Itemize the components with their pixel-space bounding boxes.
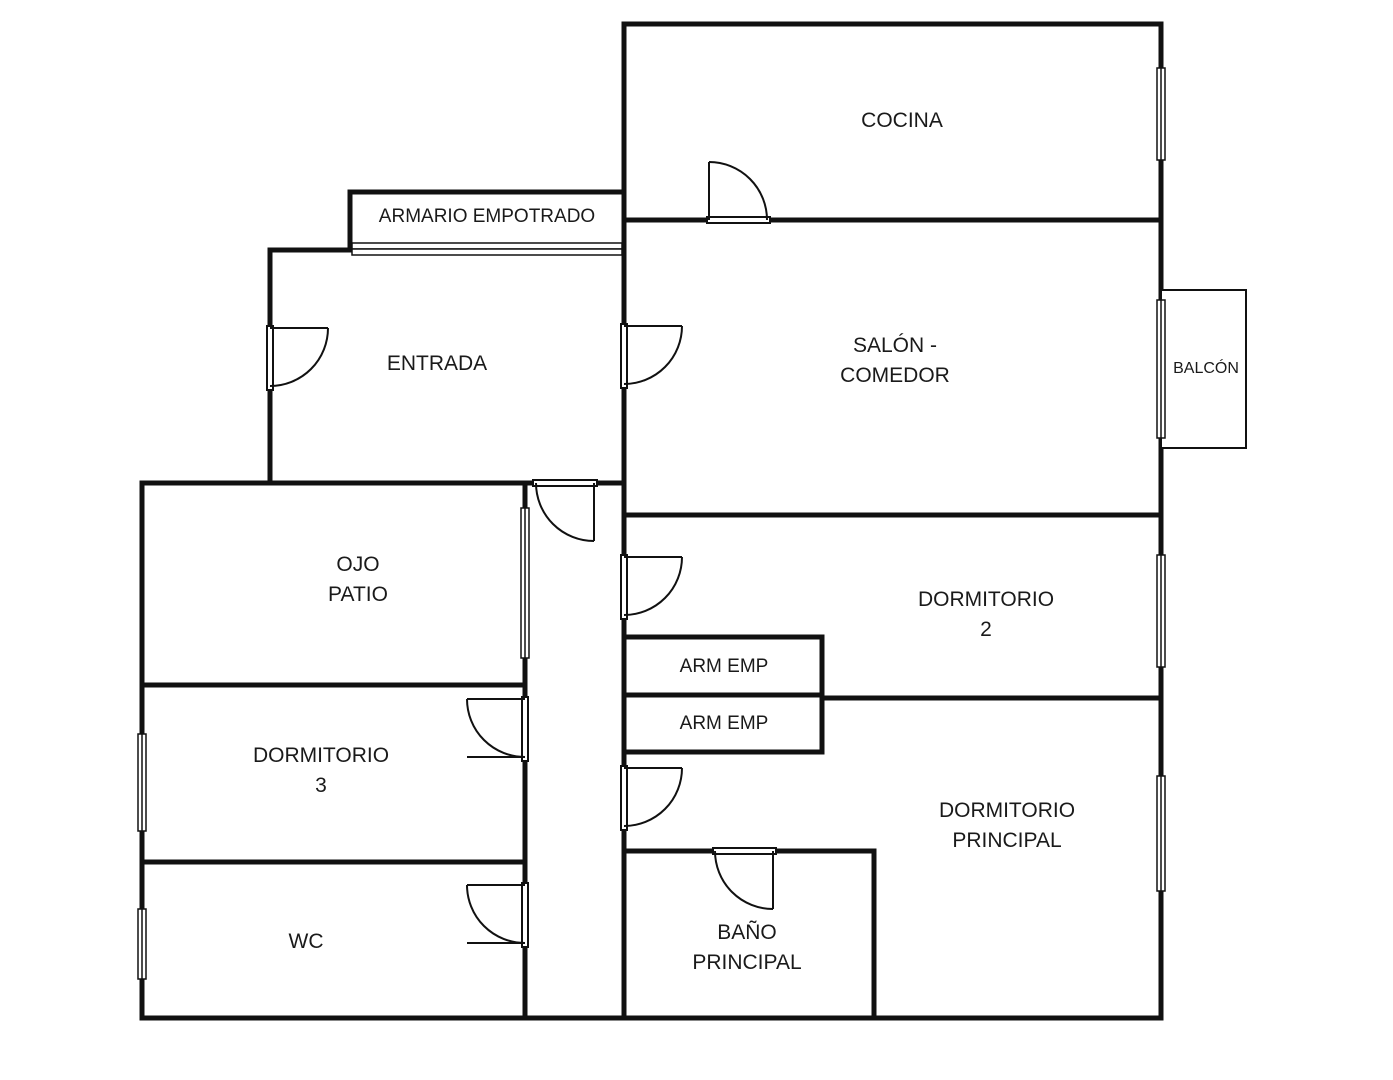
door-salon: [620, 323, 683, 389]
door-wc: [466, 882, 529, 948]
label-principal-line-2: PRINCIPAL: [952, 829, 1062, 852]
label-bano-line-1: BAÑO: [717, 921, 777, 944]
label-arm-emp-1-line-1: ARM EMP: [679, 656, 769, 677]
label-dormitorio-principal: DORMITORIO PRINCIPAL: [939, 796, 1075, 856]
door-hall: [532, 479, 598, 542]
label-ojo-patio-line-1: OJO: [336, 553, 380, 576]
label-salon-line-1: SALÓN -: [852, 334, 938, 357]
label-armario-empotrado: ARMARIO EMPOTRADO: [379, 202, 595, 232]
label-dormitorio-3: DORMITORIO 3: [253, 741, 389, 801]
door-cocina: [706, 161, 771, 224]
label-dormitorio-3-line-1: DORMITORIO: [252, 744, 390, 767]
label-salon-line-2: COMEDOR: [840, 364, 950, 387]
label-dormitorio-3-line-2: 3: [315, 774, 327, 797]
walls: [139, 21, 1164, 1021]
label-bano-principal: BAÑO PRINCIPAL: [692, 918, 801, 978]
label-wc: WC: [289, 927, 324, 957]
label-dormitorio-2-line-1: DORMITORIO: [917, 588, 1055, 611]
doors: [266, 161, 777, 948]
door-entrada: [266, 325, 329, 391]
label-principal-line-1: DORMITORIO: [938, 799, 1076, 822]
label-arm-emp-2-line-1: ARM EMP: [679, 713, 769, 734]
label-balcon-line-1: BALCÓN: [1173, 360, 1239, 377]
door-dormitorio-3: [466, 696, 529, 762]
label-armario-empotrado-line-1: ARMARIO EMPOTRADO: [378, 206, 596, 227]
label-entrada: ENTRADA: [387, 349, 487, 379]
label-cocina-line-1: COCINA: [861, 109, 943, 132]
armario-sliding-door: [351, 242, 623, 256]
label-ojo-patio: OJO PATIO: [328, 550, 388, 610]
wall-bano: [621, 848, 877, 1021]
label-cocina: COCINA: [861, 106, 943, 136]
label-balcon: BALCÓN: [1173, 354, 1239, 384]
label-salon-comedor: SALÓN - COMEDOR: [840, 331, 950, 391]
windows: [137, 67, 1166, 980]
label-dormitorio-2-line-2: 2: [980, 618, 992, 641]
label-wc-line-1: WC: [288, 930, 324, 953]
label-arm-emp-1: ARM EMP: [680, 652, 769, 682]
label-ojo-patio-line-2: PATIO: [328, 583, 388, 606]
balcony-outline: [1160, 289, 1247, 449]
label-bano-line-2: PRINCIPAL: [692, 951, 802, 974]
door-bano-principal: [712, 847, 777, 910]
door-dormitorio-principal: [620, 765, 683, 831]
label-entrada-line-1: ENTRADA: [386, 352, 488, 375]
label-arm-emp-2: ARM EMP: [680, 709, 769, 739]
label-dormitorio-2: DORMITORIO 2: [918, 585, 1054, 645]
door-dormitorio-2: [620, 554, 683, 620]
